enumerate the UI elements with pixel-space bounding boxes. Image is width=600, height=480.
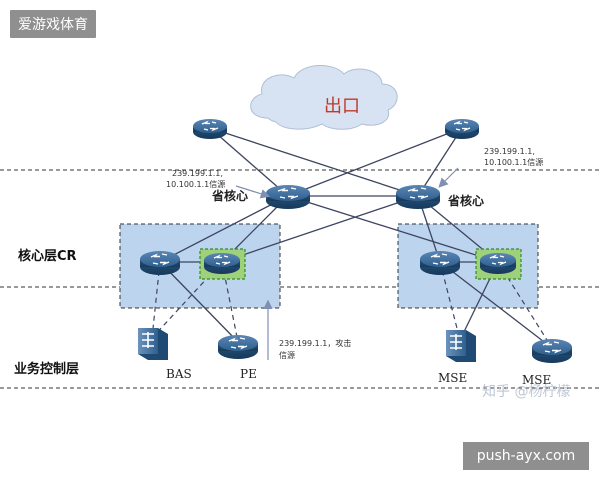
link-core-left-to-cr-right-b	[287, 195, 499, 263]
exit-cloud	[250, 64, 398, 130]
label-province-core-left: 省核心	[211, 188, 248, 203]
link-core-right-to-cr-left-b	[221, 195, 419, 263]
router-mse-right-icon	[532, 339, 572, 363]
annotation-left-line1: 239.199.1.1,	[172, 169, 223, 178]
router-top-left-icon	[193, 119, 227, 139]
link-top-right-to-core-right	[417, 127, 463, 197]
label-bas: BAS	[166, 367, 192, 381]
link-top-left-to-core-right	[209, 127, 419, 197]
router-cr-left-b-icon	[204, 253, 240, 274]
router-core-right-icon	[396, 185, 440, 209]
router-cr-right-a-icon	[420, 251, 460, 275]
router-cr-right-b-icon	[480, 253, 516, 274]
dlink-cr-right-b-to-mse-right	[497, 261, 553, 349]
router-top-right-icon	[445, 119, 479, 139]
annotation-right-line1: 239.199.1.1,	[484, 147, 535, 156]
watermark-bottom: push-ayx.com	[463, 442, 589, 470]
link-cr-right-a-to-mse-right	[439, 261, 553, 349]
arrow-left-annotation	[235, 185, 271, 199]
label-mse-left: MSE	[438, 371, 467, 385]
cloud-label: 出口	[324, 96, 360, 117]
annotation-attack-line2: 信源	[279, 350, 295, 360]
dlink-cr-right-a-to-mse-left	[439, 261, 461, 341]
annotation-attack-line1: 239.199.1.1，攻击	[279, 338, 351, 348]
bas-server-icon	[138, 328, 168, 360]
mse-left-server-icon	[446, 330, 476, 362]
annotation-right-line2: 10.100.1.1信源	[484, 157, 543, 167]
layer-label-service: 业务控制层	[14, 361, 79, 377]
annotation-left-line2: 10.100.1.1信源	[166, 179, 225, 189]
router-core-left-icon	[266, 185, 310, 209]
link-core-left-to-cr-left-a	[159, 195, 289, 263]
link-top-right-to-core-left	[287, 127, 463, 197]
router-cr-left-a-icon	[140, 251, 180, 275]
watermark-top: 爱游戏体育	[10, 10, 96, 38]
arrow-right-annotation	[438, 167, 459, 188]
layer-label-core: 核心层CR	[18, 248, 77, 264]
label-pe: PE	[240, 367, 257, 381]
zhihu-credit: 知乎 @杨柠檬	[482, 383, 570, 400]
link-cr-left-a-to-pe	[159, 261, 239, 343]
label-mse-right: MSE	[522, 373, 551, 387]
router-pe-icon	[218, 335, 258, 359]
link-top-left-to-core-left	[209, 127, 289, 197]
label-province-core-right: 省核心	[447, 193, 484, 208]
